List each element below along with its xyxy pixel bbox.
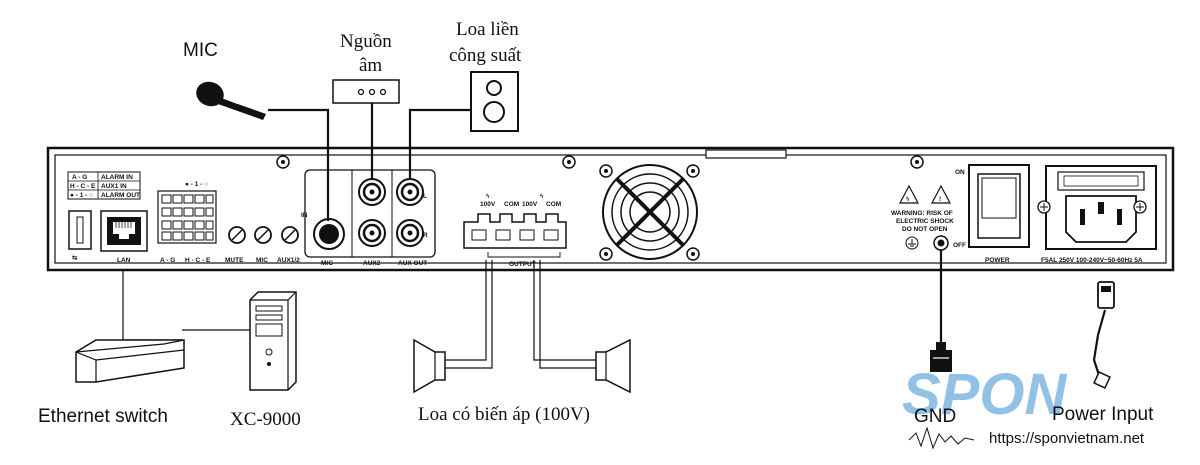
in-label: IN [301, 212, 308, 219]
output-com-a-label: COM [504, 201, 519, 208]
active-speaker-caption-2: công suất [449, 45, 522, 66]
active-speaker-caption-1: Loa liền [456, 19, 519, 40]
alarm-row-ag: A - G [72, 174, 87, 181]
speaker-output-terminal[interactable]: ϟ ϟ 100V COM 100V COM OUTPUT [463, 193, 567, 268]
alarm-value-out: ALARM OUT [101, 192, 140, 199]
usb-icon: ⇆ [72, 254, 78, 262]
gnd-caption: GND [914, 406, 956, 427]
audio-source-caption-1: Nguồn [340, 31, 392, 52]
warning-area: ϟ ! WARNING: RISK OF ELECTRIC SHOCK DO N… [891, 184, 954, 250]
output-100v-a-label: 100V [480, 201, 496, 208]
power-inlet[interactable]: F5AL 250V 100-240V~50-60Hz 5A [1037, 165, 1157, 264]
alarm-row-hce: H - C - E [70, 183, 96, 190]
gnd-terminal[interactable] [933, 235, 949, 251]
alarm-value-in: ALARM IN [101, 174, 133, 181]
aux-out-rca-r[interactable] [396, 219, 424, 247]
output-100v-b-label: 100V [522, 201, 538, 208]
audio-source-device [332, 79, 400, 104]
mic-volume-knob[interactable]: MIC [254, 226, 272, 264]
screw-icon [910, 155, 924, 169]
mic-caption: MIC [183, 40, 218, 61]
computer-tower-icon [249, 291, 297, 391]
usb-port[interactable]: ⇆ [68, 210, 92, 262]
ground-plug-icon [930, 342, 952, 372]
power-label: POWER [985, 257, 1010, 264]
wires [122, 103, 1107, 379]
caution-icon [931, 184, 951, 204]
power-plug-icon [1093, 281, 1115, 389]
terminal-hce-label: H - C - E [185, 257, 211, 264]
microphone-icon [196, 81, 266, 120]
aux12-label: AUX1/2 [277, 257, 300, 264]
warning-line-1: WARNING: RISK OF [891, 210, 953, 217]
power-switch[interactable]: ON OFF POWER [953, 164, 1030, 264]
alarm-value-aux1: AUX1 IN [101, 183, 127, 190]
screw-icon [276, 155, 290, 169]
ethernet-switch-icon [75, 339, 185, 383]
waveform-icon [908, 426, 975, 450]
mute-label: MUTE [225, 257, 244, 264]
audio-source-caption-2: âm [359, 55, 382, 76]
aux12-volume-knob[interactable]: AUX1/2 [277, 226, 300, 264]
aux2-rca-r[interactable] [358, 219, 386, 247]
brand-watermark: SPON [902, 362, 1067, 427]
aux2-label: AUX2 [363, 260, 381, 267]
lan-port[interactable]: LAN [100, 210, 148, 264]
ethernet-switch-caption: Ethernet switch [38, 406, 168, 427]
active-speaker-icon [470, 71, 519, 132]
warning-line-3: DO NOT OPEN [902, 226, 948, 233]
l-label: L [423, 193, 427, 200]
aux2-rca-l[interactable] [358, 178, 386, 206]
fan-icon [599, 164, 700, 261]
r-label: R [423, 232, 428, 239]
mic-knob-label: MIC [256, 257, 268, 264]
power-input-caption: Power Input [1052, 404, 1154, 425]
warning-line-2: ELECTRIC SHOCK [896, 218, 954, 225]
alarm-table: A - G H - C - E ● - 1 - ○ ALARM IN AUX1 … [67, 171, 141, 200]
aux-out-rca-l[interactable] [396, 178, 424, 206]
mute-knob[interactable]: MUTE [225, 226, 246, 264]
transformer-speaker-caption: Loa có biến áp (100V) [418, 404, 590, 425]
output-com-b-label: COM [546, 201, 561, 208]
alarm-terminal-block[interactable]: ● - 1 - ○ A - G H - C - E [157, 181, 217, 264]
terminal-header: ● - 1 - ○ [185, 181, 208, 188]
bolt-icon: ϟ [540, 193, 544, 200]
svg-text:!: ! [939, 196, 941, 203]
on-label: ON [955, 169, 965, 176]
ground-symbol-icon [905, 236, 919, 250]
fuse-rating-label: F5AL 250V 100-240V~50-60Hz 5A [1041, 257, 1143, 264]
brand-url: https://sponvietnam.net [989, 430, 1145, 447]
spon-watermark: SPON https://sponvietnam.net [902, 362, 1145, 450]
screw-icon [562, 155, 576, 169]
svg-text:ϟ: ϟ [906, 196, 910, 203]
bolt-icon: ϟ [486, 193, 490, 200]
lan-label: LAN [117, 257, 131, 264]
horn-speaker-right-icon [595, 338, 631, 394]
xc9000-caption: XC-9000 [230, 409, 301, 430]
horn-speaker-left-icon [413, 338, 446, 394]
off-label: OFF [953, 242, 966, 249]
alarm-row-out: ● - 1 - ○ [70, 192, 93, 199]
mic-jack[interactable] [313, 218, 345, 250]
aux-out-label: AUX OUT [398, 260, 427, 267]
terminal-ag-label: A - G [160, 257, 175, 264]
mic-jack-label: MIC [321, 260, 333, 267]
high-voltage-icon [899, 184, 919, 204]
output-label: OUTPUT [509, 261, 536, 268]
